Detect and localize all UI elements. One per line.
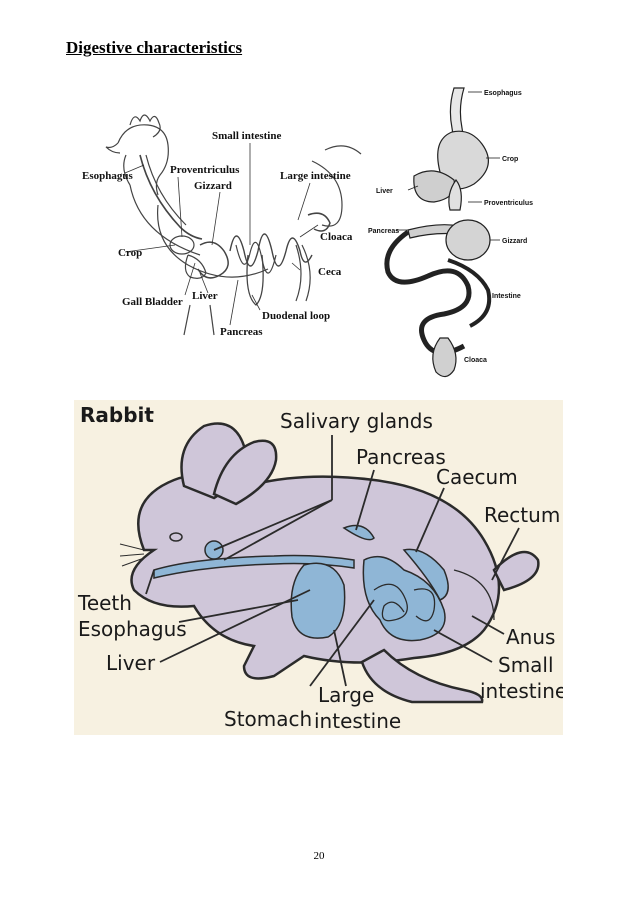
chicken-label-liver: Liver	[192, 290, 218, 302]
rabbit-label-small-intestine: intestine	[480, 679, 563, 703]
rabbit-label-anus: Anus	[506, 625, 555, 649]
chicken-label-gall-bladder: Gall Bladder	[122, 296, 183, 308]
bird-label-proventriculus: Proventriculus	[484, 200, 533, 207]
page-heading: Digestive characteristics	[66, 38, 243, 57]
bird-label-intestine: Intestine	[492, 293, 521, 300]
chicken-label-crop: Crop	[118, 247, 142, 259]
rabbit-digestive-diagram: Rabbit Salivary glands Pancreas Caecum R…	[74, 400, 563, 735]
chicken-label-pancreas: Pancreas	[220, 326, 263, 338]
bird-label-cloaca: Cloaca	[464, 357, 487, 364]
bird-label-liver: Liver	[376, 188, 393, 195]
chicken-label-gizzard: Gizzard	[194, 180, 232, 192]
bird-tract-diagram: Esophagus Crop Liver Proventriculus Panc…	[368, 87, 533, 378]
rabbit-label-small: Small	[498, 653, 554, 677]
page-number: 20	[313, 850, 325, 862]
rabbit-label-liver: Liver	[106, 651, 156, 675]
rabbit-label-teeth: Teeth	[77, 591, 132, 615]
rabbit-label-salivary-glands: Salivary glands	[280, 409, 433, 433]
rabbit-label-large: Large	[318, 683, 374, 707]
bird-label-pancreas: Pancreas	[368, 228, 399, 235]
rabbit-title: Rabbit	[80, 403, 154, 427]
chicken-label-large-intestine: Large intestine	[280, 170, 351, 182]
rabbit-label-caecum: Caecum	[436, 465, 518, 489]
bird-label-gizzard: Gizzard	[502, 238, 527, 245]
bird-label-esophagus: Esophagus	[484, 90, 522, 97]
chicken-label-esophagus: Esophagus	[82, 170, 133, 182]
rabbit-label-stomach: Stomach	[224, 707, 312, 731]
chicken-label-duodenal-loop: Duodenal loop	[262, 310, 330, 322]
chicken-label-cloaca: Cloaca	[320, 231, 353, 243]
rabbit-label-rectum: Rectum	[484, 503, 560, 527]
rabbit-label-pancreas: Pancreas	[356, 445, 446, 469]
rabbit-label-esophagus: Esophagus	[78, 617, 187, 641]
chicken-label-ceca: Ceca	[318, 266, 342, 278]
chicken-label-proventriculus: Proventriculus	[170, 164, 240, 176]
rabbit-label-large-intestine: intestine	[314, 709, 401, 733]
chicken-label-small-intestine: Small intestine	[212, 130, 281, 142]
chicken-digestive-diagram: Small intestine Esophagus Proventriculus…	[82, 114, 362, 338]
bird-label-crop: Crop	[502, 156, 518, 163]
